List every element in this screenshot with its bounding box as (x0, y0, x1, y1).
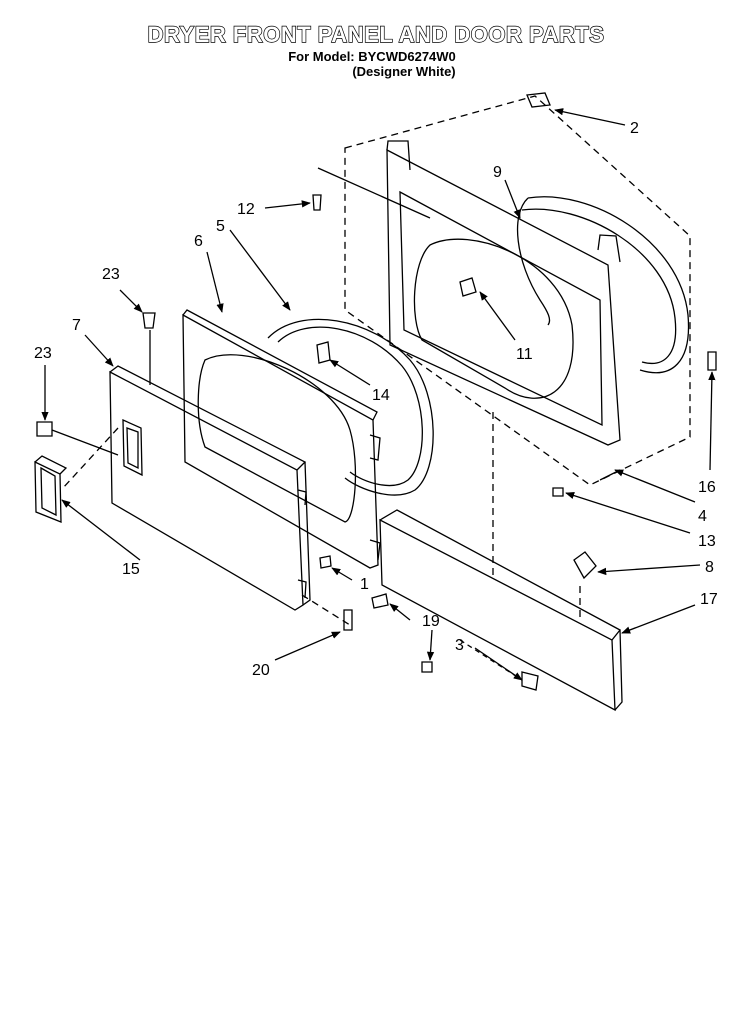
toe-kick-panel (379, 509, 623, 712)
callout-13: 13 (698, 533, 716, 550)
callout-15: 15 (122, 561, 140, 578)
cabinet-outline (62, 95, 691, 626)
drum-seal-ring (516, 196, 690, 374)
callout-14: 14 (372, 387, 390, 404)
callout-12: 12 (237, 201, 255, 218)
callout-4: 4 (698, 508, 707, 525)
front-panel-frame (386, 140, 621, 446)
door-gasket-ring (267, 318, 434, 496)
leader-lines (51, 167, 621, 681)
callout-20: 20 (252, 662, 270, 679)
callout-arrows (41, 108, 716, 681)
finish-label: (Designer White) (352, 64, 456, 79)
outer-door-panel (109, 365, 311, 611)
model-number: For Model: BYCWD6274W0 (288, 49, 456, 64)
callout-1: 1 (360, 576, 369, 593)
callout-2: 2 (630, 120, 639, 137)
callout-19: 19 (422, 613, 440, 630)
callout-11: 11 (516, 346, 533, 363)
callout-16: 16 (698, 479, 716, 496)
callout-17: 17 (700, 591, 718, 608)
callout-5: 5 (216, 218, 225, 235)
door-handle (34, 455, 68, 523)
callout-8: 8 (705, 559, 714, 576)
diagram-title: DRYER FRONT PANEL AND DOOR PARTS (147, 21, 605, 47)
callout-3: 3 (455, 637, 464, 654)
callout-9: 9 (493, 164, 502, 181)
callout-6: 6 (194, 233, 203, 250)
callout-23-left: 23 (34, 345, 52, 362)
callout-labels: 2 9 12 5 6 23 7 23 11 14 16 4 13 8 1 15 … (34, 120, 718, 679)
callout-7: 7 (72, 317, 81, 334)
callout-23-top: 23 (102, 266, 120, 283)
inner-door-panel (182, 309, 381, 569)
